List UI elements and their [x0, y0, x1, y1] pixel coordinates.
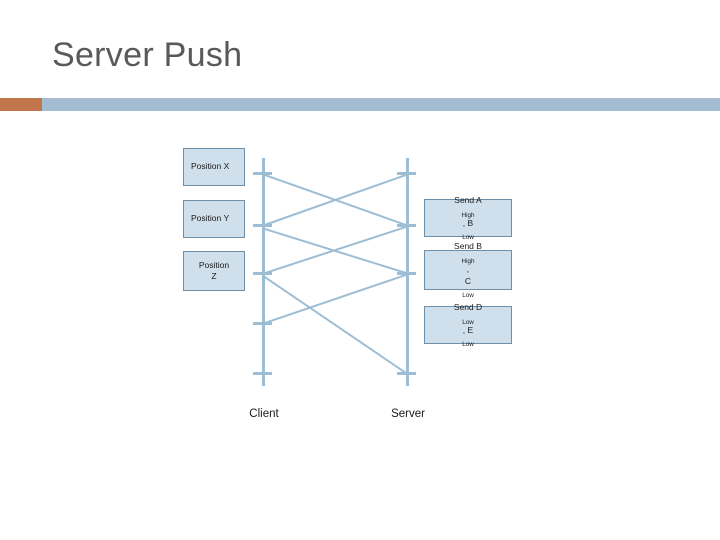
- send-ab-prefix: Send A: [454, 195, 482, 206]
- tick-client-2: [253, 224, 272, 227]
- box-send-a-high-b-low: Send A High, B Low: [424, 195, 512, 241]
- title-rule-gap: [0, 111, 720, 113]
- tick-client-1: [253, 172, 272, 175]
- send-bc-sub1: High: [461, 257, 475, 265]
- send-de-sub1: Low: [462, 318, 474, 326]
- title-rule-bar: [0, 98, 720, 111]
- send-de-mid: , E: [462, 325, 474, 335]
- send-ab-sub1: High: [461, 211, 475, 219]
- page-title: Server Push: [52, 36, 243, 74]
- title-rule-accent: [0, 98, 42, 111]
- send-ab-sub2: Low: [462, 234, 474, 242]
- box-send-a-high-b-low-label: Send A High, B Low: [454, 195, 481, 241]
- send-bc-suffix: C: [464, 275, 472, 286]
- tick-server-2: [397, 224, 416, 227]
- tick-server-1: [397, 172, 416, 175]
- box-send-b-high-c-low-line1: Send B High,: [454, 241, 482, 275]
- box-position-x-label: Position X: [191, 161, 230, 172]
- message-client-to-server-3: [263, 276, 407, 374]
- box-position-y-label: Position Y: [191, 213, 230, 224]
- send-bc-prefix: Send B: [454, 241, 482, 252]
- box-position-z-label-line1: Position: [198, 259, 230, 270]
- box-send-b-high-c-low-line2: C Low: [462, 276, 474, 299]
- lifeline-label-server: Server: [391, 408, 425, 420]
- box-position-x: Position X: [183, 148, 245, 186]
- tick-client-5: [253, 372, 272, 375]
- box-position-z: Position Z: [183, 251, 245, 291]
- box-position-z-label-line2: Z: [211, 271, 217, 281]
- lifeline-label-client: Client: [249, 408, 279, 420]
- box-send-b-high-c-low: Send B High, C Low: [424, 241, 512, 299]
- message-server-to-client-3: [264, 274, 406, 324]
- tick-client-4: [253, 322, 272, 325]
- send-ab-mid: , B: [462, 218, 474, 228]
- send-bc-mid: ,: [466, 264, 470, 275]
- tick-server-4: [397, 372, 416, 375]
- send-bc-sub2: Low: [462, 292, 474, 300]
- tick-client-3: [253, 272, 272, 275]
- send-de-sub2: Low: [462, 341, 474, 349]
- tick-server-3: [397, 272, 416, 275]
- box-position-y: Position Y: [183, 200, 245, 238]
- send-de-prefix: Send D: [453, 302, 483, 313]
